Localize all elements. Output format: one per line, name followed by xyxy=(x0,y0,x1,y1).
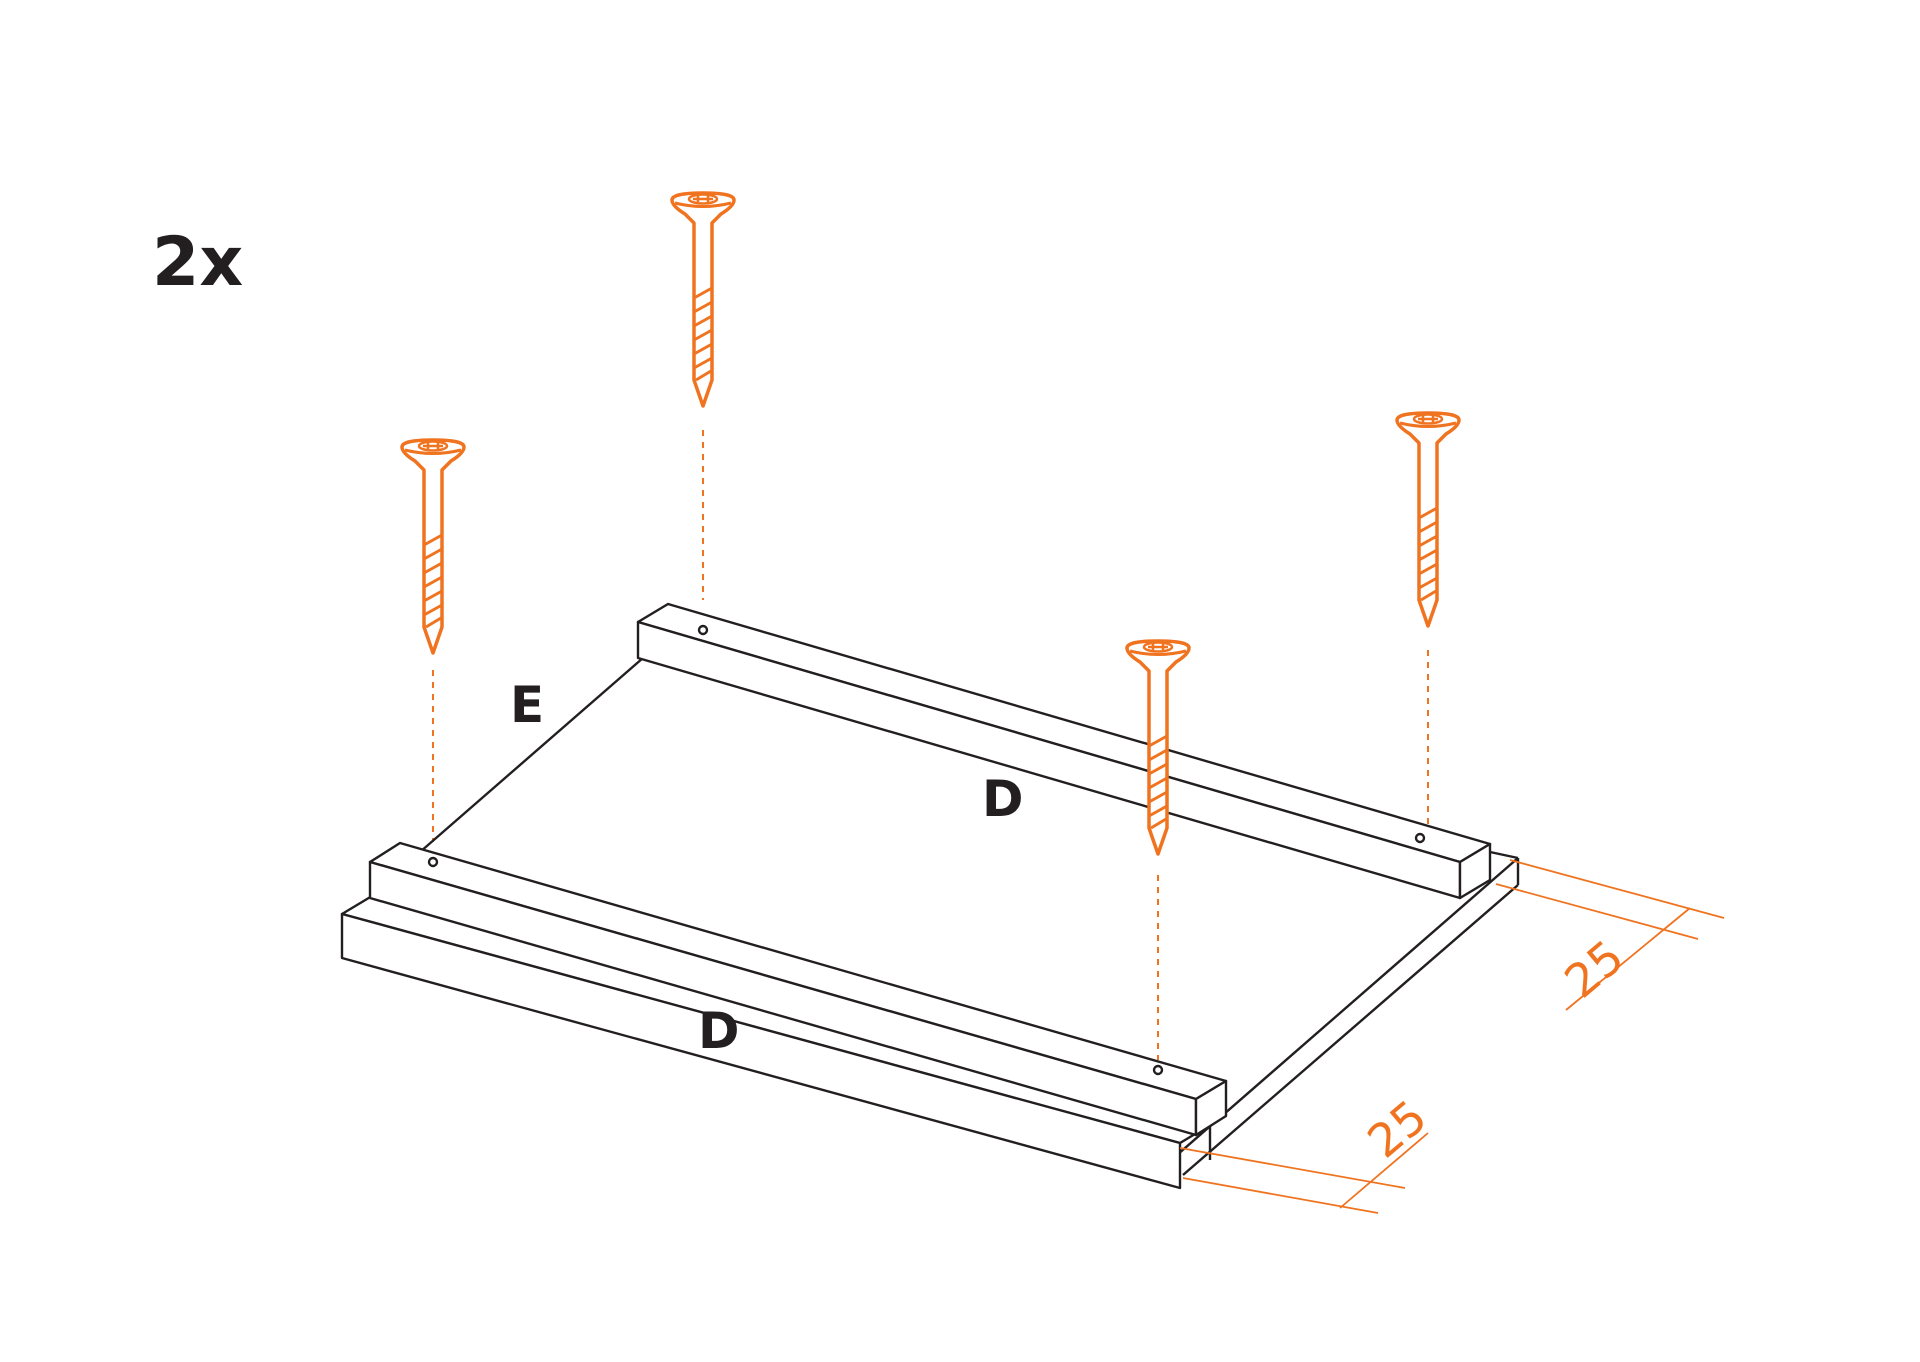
dimension-right-ext-1 xyxy=(1509,859,1725,919)
screw-hole-front-right xyxy=(1152,1064,1164,1076)
dimension-front xyxy=(1179,1132,1429,1214)
dimension-right xyxy=(1495,859,1725,1011)
dimension-right-value: 25 xyxy=(1554,929,1634,1008)
dimension-front-ext-1 xyxy=(1179,1147,1406,1189)
board-assembly xyxy=(340,602,1520,1190)
dimension-front-value: 25 xyxy=(1357,1089,1437,1168)
screw-rear-right-icon xyxy=(1395,411,1461,628)
quantity-label: 2x xyxy=(152,223,243,302)
label-side-panel-e: E xyxy=(510,676,544,734)
rear-rail-d xyxy=(636,602,1492,900)
screw-hole-front-left xyxy=(427,856,439,868)
front-rail-d xyxy=(368,841,1228,1137)
label-rear-rail-d: D xyxy=(982,770,1024,828)
dimension-front-ext-2 xyxy=(1182,1177,1379,1214)
screw-guide-lines xyxy=(432,430,1429,1060)
screws xyxy=(400,191,1461,856)
dimension-front-measure xyxy=(1339,1132,1429,1209)
side-panel-e xyxy=(419,657,1520,1176)
screw-hole-rear-right xyxy=(1414,832,1426,844)
screw-rear-left-icon xyxy=(670,191,736,408)
screw-hole-rear-left xyxy=(697,624,709,636)
screw-front-left-icon xyxy=(400,438,466,655)
dimension-right-measure xyxy=(1565,907,1691,1011)
label-front-rail-d: D xyxy=(698,1002,740,1060)
